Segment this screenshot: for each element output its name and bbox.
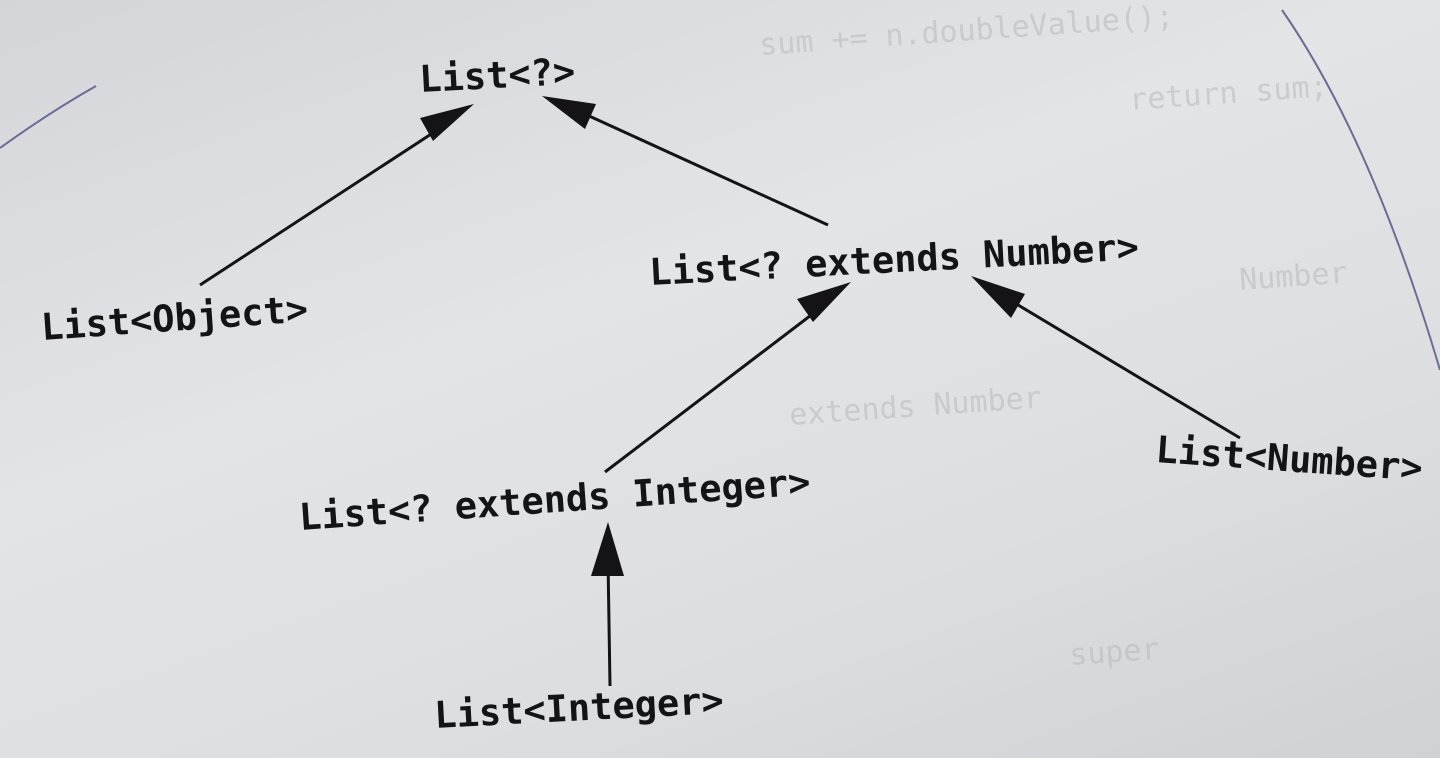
node-list-integer: List<Integer> (433, 679, 724, 737)
svg-text:extends Number: extends Number (788, 380, 1043, 433)
edge-object-to-wildcard (199, 104, 474, 287)
svg-text:Number: Number (1238, 256, 1349, 298)
svg-text:return sum;: return sum; (1128, 69, 1329, 118)
page-edge-right (1281, 9, 1440, 371)
node-list-extends-number: List<? extends Number> (648, 225, 1140, 294)
edge-extends-integer-to-extends-number (604, 282, 851, 474)
page-edge-left (0, 85, 97, 149)
svg-text:sum += n.doubleValue();: sum += n.doubleValue(); (758, 0, 1175, 63)
node-list-extends-integer: List<? extends Integer> (298, 460, 812, 539)
node-list-object: List<Object> (40, 287, 310, 349)
edge-integer-to-extends-integer (591, 522, 624, 687)
show-through-text: sum += n.doubleValue(); return sum; Numb… (758, 0, 1349, 673)
node-list-number: List<Number> (1154, 428, 1424, 490)
svg-text:super: super (1068, 632, 1161, 673)
edge-extends-number-to-wildcard (542, 96, 829, 227)
edge-number-to-extends-number (971, 276, 1241, 440)
node-list-wildcard: List<?> (418, 50, 576, 101)
